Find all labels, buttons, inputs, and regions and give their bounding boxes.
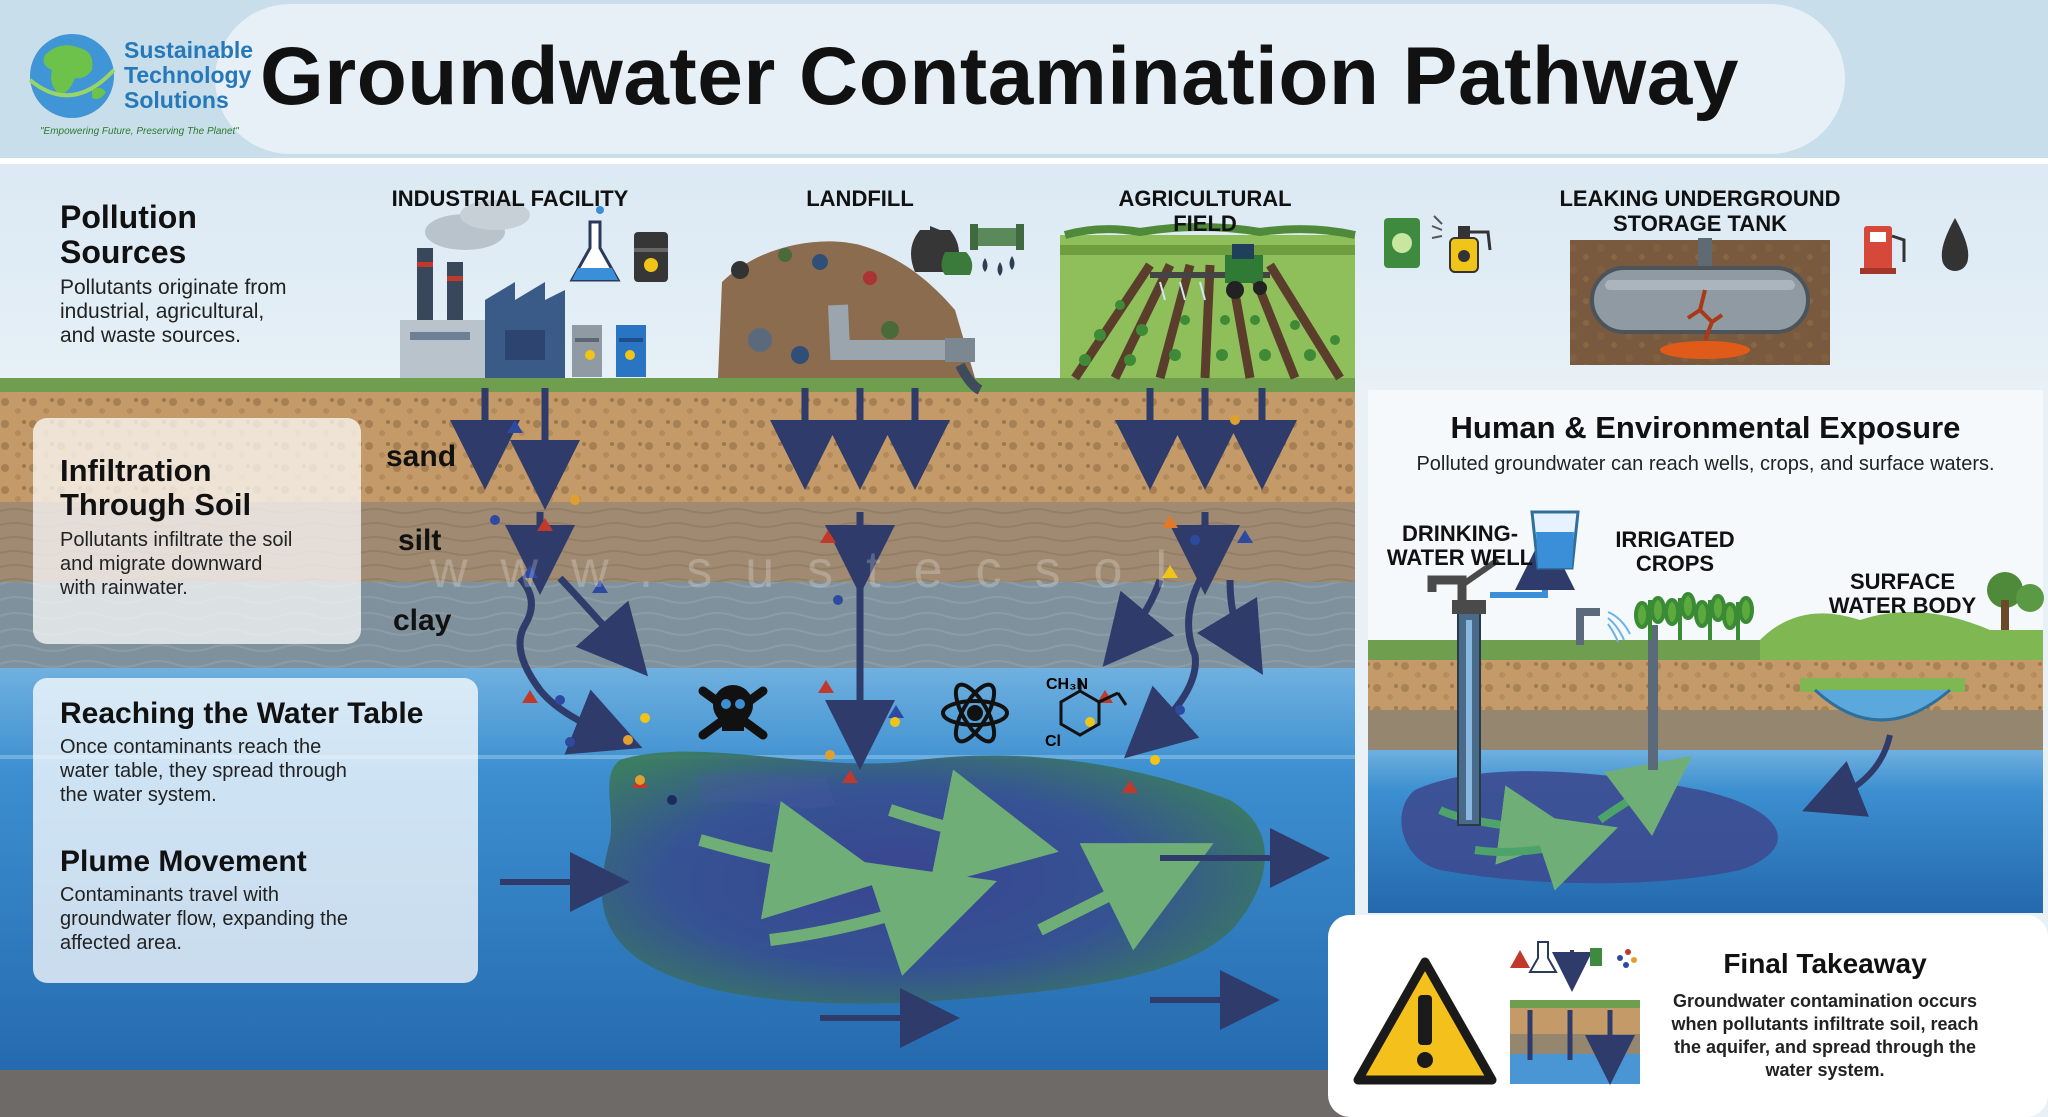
plume-heading: Plume Movement bbox=[60, 845, 307, 878]
pollution-sources-heading-1: Pollution bbox=[60, 199, 197, 235]
industrial-facility-illustration bbox=[400, 200, 668, 378]
infiltration-panel-bg bbox=[33, 418, 361, 644]
clay-label: clay bbox=[393, 604, 452, 637]
logo-line-1: Sustainable bbox=[124, 37, 254, 63]
pollution-sources-text-2: industrial, agricultural, bbox=[60, 300, 265, 323]
infiltration-arrows bbox=[450, 388, 1297, 770]
exposure-heading: Human & Environmental Exposure bbox=[1450, 410, 1961, 445]
agricultural-field-label: AGRICULTURAL FIELD bbox=[1080, 186, 1330, 236]
exposure-scene bbox=[1368, 390, 2044, 913]
agricultural-field-label-1: AGRICULTURAL bbox=[1118, 186, 1292, 211]
pollution-sources-section: Pollution Sources Pollutants originate f… bbox=[60, 200, 286, 348]
atom-icon bbox=[941, 682, 1009, 744]
silt-label: silt bbox=[398, 524, 442, 557]
agricultural-field-label-2: FIELD bbox=[1173, 211, 1237, 236]
bedrock bbox=[0, 1070, 1355, 1117]
crops-label-1: IRRIGATED bbox=[1615, 527, 1735, 552]
surface-label-1: SURFACE bbox=[1849, 569, 1956, 594]
water-table-text-1: Once contaminants reach the bbox=[60, 736, 322, 758]
skull-icon bbox=[698, 685, 768, 740]
storage-tank-label-1: LEAKING UNDERGROUND bbox=[1559, 186, 1841, 211]
infiltration-heading-2: Through Soil bbox=[60, 487, 252, 522]
pollution-sources-heading-2: Sources bbox=[60, 234, 187, 270]
crops-label-2: CROPS bbox=[1635, 551, 1715, 576]
surface-label-2: WATER BODY bbox=[1828, 593, 1977, 618]
surface-water-body-label: SURFACE WATER BODY bbox=[1820, 570, 1985, 618]
takeaway-heading: Final Takeaway bbox=[1723, 948, 1927, 979]
plume-flow-arrow bbox=[1037, 843, 1214, 951]
well-label-2: WATER WELL bbox=[1386, 545, 1534, 570]
globe-icon bbox=[28, 34, 116, 118]
water-table-text-3: the water system. bbox=[60, 784, 217, 806]
plume-flow-arrow bbox=[888, 769, 1059, 888]
takeaway-line-1: Groundwater contamination occurs bbox=[1672, 991, 1978, 1011]
infiltration-heading-1: Infiltration bbox=[60, 453, 212, 488]
industrial-facility-label: INDUSTRIAL FACILITY bbox=[391, 186, 629, 211]
logo-line-3: Solutions bbox=[124, 87, 229, 113]
infiltration-text-1: Pollutants infiltrate the soil bbox=[60, 529, 293, 551]
plume-text-2: groundwater flow, expanding the bbox=[60, 908, 348, 930]
irrigated-crops-label: IRRIGATED CROPS bbox=[1600, 528, 1750, 576]
watermark: www.sustecsol bbox=[430, 541, 1200, 599]
water-table-text-2: water table, they spread through bbox=[60, 760, 347, 782]
agricultural-field-illustration bbox=[1060, 215, 1492, 381]
logo-wordmark: Sustainable Technology Solutions bbox=[124, 38, 253, 113]
plume-flow-arrow bbox=[769, 862, 997, 976]
chemical-structure-icon bbox=[1059, 681, 1128, 737]
plume-text-1: Contaminants travel with bbox=[60, 884, 279, 906]
grass-strip bbox=[0, 378, 1355, 392]
wavy-infiltration-arrows bbox=[516, 575, 1263, 759]
takeaway-line-3: the aquifer, and spread through the bbox=[1673, 1037, 1977, 1057]
water-table-section: Reaching the Water Table Once contaminan… bbox=[60, 697, 423, 807]
logo-line-2: Technology bbox=[124, 62, 252, 88]
takeaway-line-4: water system. bbox=[1765, 1060, 1885, 1080]
takeaway-line-2: when pollutants infiltrate soil, reach bbox=[1671, 1014, 1979, 1034]
mini-summary-illustration bbox=[1510, 941, 1640, 1084]
water-table-panel-bg bbox=[33, 678, 478, 983]
chemical-formula-top: CH₃N bbox=[1046, 676, 1089, 693]
takeaway-text: Groundwater contamination occurs when po… bbox=[1655, 990, 1995, 1082]
drinking-water-well-label: DRINKING- WATER WELL bbox=[1385, 522, 1535, 570]
plume-text-3: affected area. bbox=[60, 932, 182, 954]
contaminant-particles bbox=[490, 415, 1253, 805]
landfill-illustration bbox=[718, 224, 1024, 395]
infiltration-section: Infiltration Through Soil Pollutants inf… bbox=[60, 454, 292, 600]
landfill-label: LANDFILL bbox=[806, 186, 914, 211]
sand-label: sand bbox=[386, 440, 457, 473]
chemical-formula-side: Cl bbox=[1045, 733, 1061, 750]
plume-section: Plume Movement Contaminants travel with … bbox=[60, 845, 348, 955]
plume-flow-arrow bbox=[698, 800, 890, 920]
storage-tank-label-2: STORAGE TANK bbox=[1613, 211, 1787, 236]
warning-icon bbox=[1353, 957, 1497, 1085]
infiltration-text-2: and migrate downward bbox=[60, 553, 263, 575]
title-pill bbox=[215, 4, 1845, 154]
takeaway-bg bbox=[1328, 915, 2048, 1117]
storage-tank-label: LEAKING UNDERGROUND STORAGE TANK bbox=[1545, 186, 1855, 236]
infiltration-text-3: with rainwater. bbox=[60, 577, 188, 599]
logo-tagline: "Empowering Future, Preserving The Plane… bbox=[40, 126, 239, 137]
pollution-sources-text-1: Pollutants originate from bbox=[60, 276, 287, 299]
storage-tank-illustration bbox=[1570, 218, 1969, 365]
pollution-sources-text-3: and waste sources. bbox=[60, 324, 241, 347]
water-table-heading: Reaching the Water Table bbox=[60, 697, 424, 730]
well-label-1: DRINKING- bbox=[1401, 521, 1519, 546]
exposure-text: Polluted groundwater can reach wells, cr… bbox=[1416, 453, 1995, 475]
page-title: Groundwater Contamination Pathway bbox=[260, 31, 1739, 122]
